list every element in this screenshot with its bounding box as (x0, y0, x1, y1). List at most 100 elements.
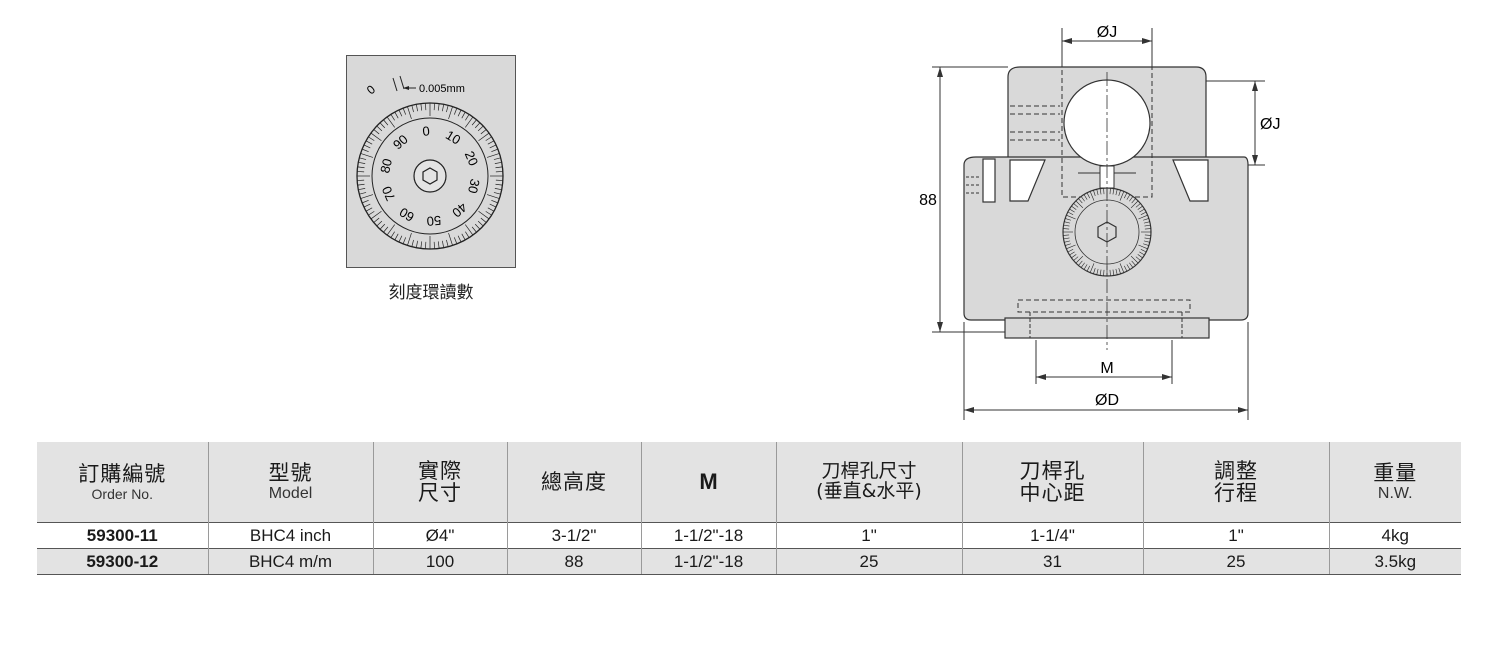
dial-tick (478, 132, 490, 142)
header-total-height: 總高度 (506, 441, 641, 523)
cell-actual-size: 100 (372, 548, 507, 575)
dial-tick (478, 210, 490, 220)
header-weight-zh: 重量 (1373, 460, 1418, 485)
dial-tick (1131, 198, 1136, 204)
dial-tick (461, 233, 466, 241)
dial-tick (494, 188, 502, 191)
dial-tick (407, 106, 412, 120)
dial-tick (1099, 188, 1102, 195)
dial-tick (1073, 256, 1079, 261)
dim-d-label: ØD (1095, 392, 1119, 409)
dial-tick (390, 114, 395, 121)
header-total-height-zh: 總高度 (541, 469, 607, 494)
dial-tick (357, 166, 365, 169)
dial-tick (1130, 200, 1139, 209)
dial-tick (373, 129, 380, 135)
d-arrow-right (1238, 407, 1248, 413)
d-arrow-left (964, 407, 974, 413)
dial-tick (363, 203, 371, 208)
dial-tick (368, 211, 375, 216)
dial-tick (368, 136, 375, 141)
dial-tick (1126, 264, 1131, 270)
dial-tick (453, 237, 458, 245)
dial-tick (1144, 237, 1151, 240)
dial-tick (1135, 203, 1141, 208)
dial-tick (1143, 221, 1150, 224)
dial-tick (359, 157, 367, 160)
dim-height-label: 88 (919, 192, 937, 209)
dial-tick (493, 192, 501, 195)
m-arrow-left (1036, 374, 1046, 380)
header-model-zh: 型號 (268, 460, 313, 485)
dial-tick (486, 153, 500, 158)
dial-tick (446, 105, 449, 113)
dial-tick (465, 231, 470, 238)
cell-order-no: 59300-12 (37, 548, 208, 575)
dial-tick (376, 125, 383, 132)
dial-tick (361, 199, 369, 204)
cell-m: 1-1/2"-18 (640, 548, 776, 575)
cell-order-no: 59300-11 (37, 522, 208, 549)
dial-tick (448, 232, 453, 246)
dial-tick (485, 211, 492, 216)
dial-tick (1067, 211, 1074, 216)
dial-tick (495, 183, 503, 186)
header-shank-hole-size: 刀桿孔尺寸 (垂直&水平) (775, 441, 962, 523)
dial-tick (437, 103, 440, 111)
header-model: 型號 Model (207, 441, 373, 523)
dial-inner-ring (371, 117, 489, 235)
cell-shank-hole-center: 31 (961, 548, 1143, 575)
dial-tick (379, 223, 386, 230)
dial-tick (1137, 254, 1143, 259)
dial-tick (1118, 268, 1121, 274)
dial-tick (1130, 255, 1139, 264)
base-groove (1017, 299, 1191, 313)
cell-total-height: 3-1/2" (506, 522, 641, 549)
dial-outer-ring (356, 102, 504, 250)
dial-tick (474, 122, 481, 129)
dial-tick (1086, 192, 1091, 199)
dial-tick (1065, 218, 1071, 221)
header-m-en: M (699, 469, 718, 495)
dial-tick (1093, 268, 1096, 274)
dial-tick (383, 226, 389, 233)
dial-tick (1064, 240, 1071, 243)
header-shank-hole-center: 刀桿孔 中心距 (961, 441, 1143, 523)
dial-tick (493, 157, 501, 160)
dim-j-side-label: ØJ (1260, 116, 1280, 133)
dial-tick (1078, 260, 1083, 266)
dial-tick (464, 224, 474, 236)
cell-adjust-travel: 1" (1142, 522, 1329, 549)
dial-tick (480, 217, 487, 223)
cell-actual-size: Ø4" (372, 522, 507, 549)
dial-tick (446, 239, 449, 247)
spec-table: 訂購編號 Order No. 型號 Model 實際 尺寸 總高度 M 刀桿孔尺… (37, 441, 1461, 575)
dial-tick (461, 111, 466, 119)
dial-tick (464, 116, 474, 128)
dial-tick (494, 161, 502, 164)
dial-tick (411, 239, 414, 247)
dial-tick (386, 224, 396, 236)
dial-tick (394, 233, 399, 241)
dial-tick (448, 106, 453, 120)
dial-tick (370, 132, 382, 142)
dial-tick (365, 207, 373, 212)
dial-tick (358, 188, 366, 191)
dial-tick (491, 199, 499, 204)
dial-tick (361, 148, 369, 153)
dial-tick (1129, 196, 1134, 202)
dial-tick (420, 241, 423, 249)
dial-tick (1123, 265, 1128, 272)
header-weight-en: N.W. (1377, 484, 1413, 502)
dial-tick (358, 161, 366, 164)
side-dial-graduations (1063, 188, 1151, 276)
dial-tick (1075, 200, 1084, 209)
cell-total-height: 88 (506, 548, 641, 575)
dial-tick (474, 223, 481, 230)
j-top-arrow-left (1062, 38, 1072, 44)
dial-tick (457, 109, 462, 117)
dial-tick (398, 235, 403, 243)
dial-tick (442, 104, 445, 112)
dial-tick (1135, 256, 1141, 261)
